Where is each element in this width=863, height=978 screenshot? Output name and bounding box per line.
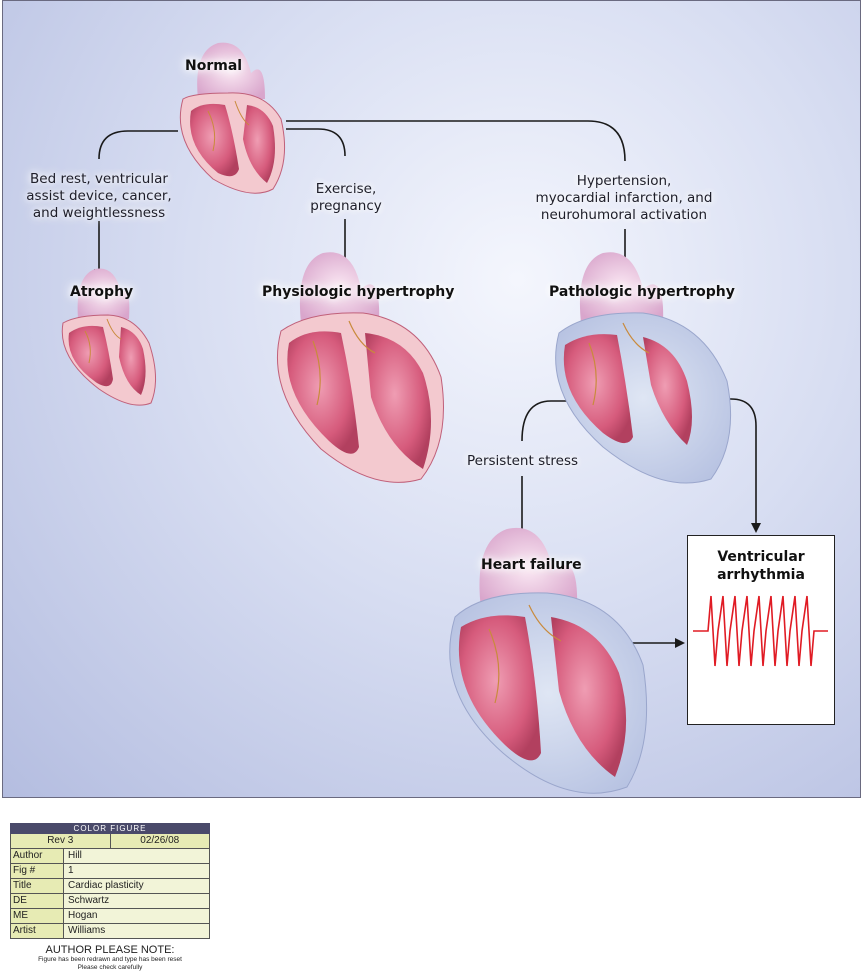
trigger-atrophy-line-3: and weightlessness [32, 205, 166, 221]
trigger-label-pathologic: Hypertension, myocardial infarction, and… [529, 173, 719, 224]
form-value: Hogan [64, 909, 209, 923]
trigger-label-failure: Persistent stress [467, 453, 579, 469]
trigger-pathologic-line-1: Hypertension, [576, 173, 672, 189]
trigger-atrophy-line-1: Bed rest, ventricular [30, 171, 168, 187]
form-value: Hill [64, 849, 209, 863]
color-figure-form: COLOR FIGURE Rev 3 02/26/08 Author Hill … [10, 823, 210, 939]
author-note-title: AUTHOR PLEASE NOTE: [45, 944, 175, 956]
trigger-pathologic-line-3: neurohumoral activation [540, 207, 708, 223]
arrow-pathologic-to-arrhythmia [721, 398, 761, 533]
form-row: ME Hogan [10, 909, 210, 924]
physiologic-heart-illustration [277, 252, 444, 483]
stage-label-physiologic-hypertrophy: Physiologic hypertrophy [262, 284, 455, 300]
form-value: Cardiac plasticity [64, 879, 209, 893]
figure-panel: Normal Atrophy Physiologic hypertrophy P… [2, 0, 861, 798]
trigger-pathologic-line-2: myocardial infarction, and [535, 190, 713, 206]
failure-heart-illustration [449, 527, 648, 794]
form-revision-row: Rev 3 02/26/08 [10, 834, 210, 849]
form-row: Artist Williams [10, 924, 210, 939]
form-row: Author Hill [10, 849, 210, 864]
arrow-normal-to-atrophy [94, 130, 178, 279]
form-key: Author [11, 849, 64, 863]
stage-label-pathologic-hypertrophy: Pathologic hypertrophy [549, 284, 735, 300]
trigger-physiologic-line-2: pregnancy [310, 198, 382, 214]
trigger-label-physiologic: Exercise, pregnancy [301, 181, 391, 215]
form-value: Williams [64, 924, 209, 938]
form-row: DE Schwartz [10, 894, 210, 909]
author-note-body: Figure has been redrawn and type has bee… [10, 956, 210, 972]
form-header: COLOR FIGURE [10, 823, 210, 834]
form-value: 1 [64, 864, 209, 878]
normal-heart-illustration [179, 42, 286, 194]
arrhythmia-title-line-2: arrhythmia [717, 567, 805, 583]
form-row: Fig # 1 [10, 864, 210, 879]
stage-label-normal: Normal [185, 58, 243, 74]
form-key: Fig # [11, 864, 64, 878]
form-key: DE [11, 894, 64, 908]
form-key: Artist [11, 924, 64, 938]
form-revision: Rev 3 [47, 835, 74, 846]
trigger-physiologic-line-1: Exercise, [315, 181, 377, 197]
author-note: AUTHOR PLEASE NOTE: Figure has been redr… [10, 944, 210, 972]
form-value: Schwartz [64, 894, 209, 908]
form-date: 02/26/08 [109, 834, 210, 848]
form-key: Title [11, 879, 64, 893]
stage-label-atrophy: Atrophy [70, 284, 134, 300]
ventricular-arrhythmia-box: Ventricular arrhythmia [687, 535, 835, 725]
arrow-pathologic-to-failure [517, 400, 568, 541]
arrhythmia-title-line-1: Ventricular [717, 549, 805, 565]
ecg-trace [693, 595, 828, 667]
arrhythmia-title: Ventricular arrhythmia [688, 548, 834, 584]
diagram-canvas [61, 42, 761, 794]
author-note-line-1: Figure has been redrawn and type has bee… [38, 956, 182, 963]
author-note-line-2: Please check carefully [77, 964, 143, 971]
pathologic-heart-illustration [555, 252, 732, 484]
trigger-atrophy-line-2: assist device, cancer, [26, 188, 172, 204]
stage-label-heart-failure: Heart failure [481, 557, 582, 573]
trigger-label-atrophy: Bed rest, ventricular assist device, can… [21, 171, 177, 222]
form-key: ME [11, 909, 64, 923]
form-row: Title Cardiac plasticity [10, 879, 210, 894]
atrophy-heart-illustration [61, 268, 156, 406]
